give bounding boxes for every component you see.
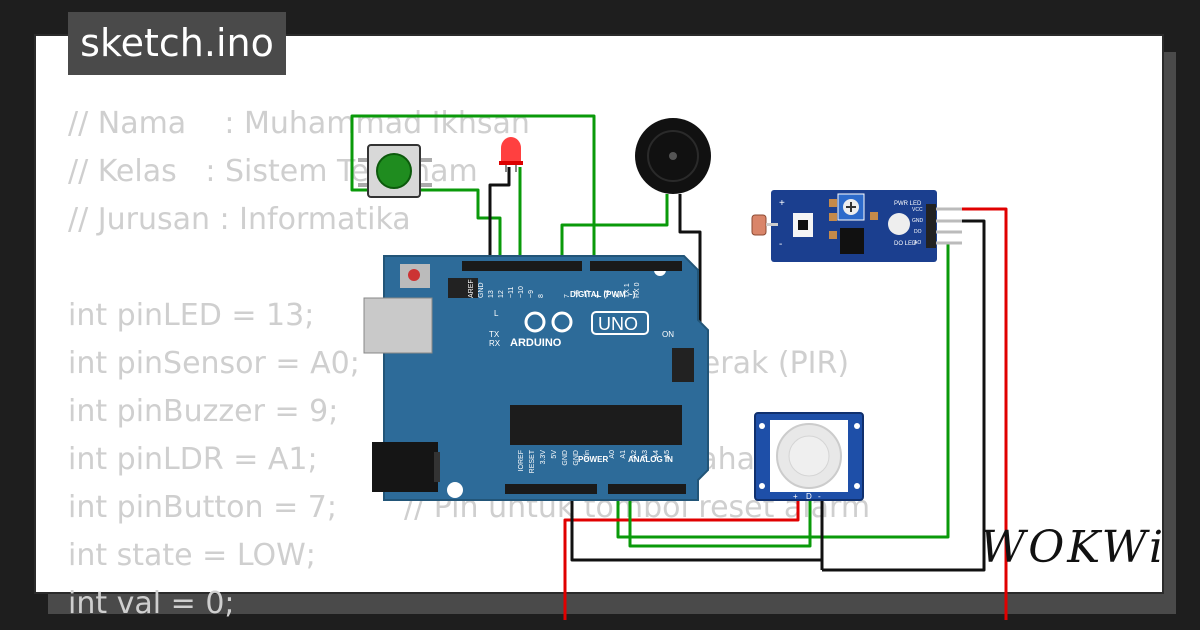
svg-text:-: - bbox=[818, 492, 821, 501]
arduino-pin-label: A1 bbox=[620, 450, 627, 459]
wire-button-to-gnd bbox=[350, 155, 502, 262]
file-tab[interactable]: sketch.ino bbox=[68, 12, 286, 75]
arduino-pin-label: GND bbox=[573, 450, 580, 466]
arduino-pin-label: GND bbox=[478, 282, 485, 298]
wire-ldr-gnd bbox=[822, 219, 986, 572]
arduino-pin-label: A3 bbox=[642, 450, 649, 459]
arduino-pin-label: Vin bbox=[584, 450, 591, 460]
svg-text:ARDUINO: ARDUINO bbox=[510, 337, 562, 349]
svg-text:-: - bbox=[779, 239, 782, 250]
code-line: int state = LOW; bbox=[68, 538, 316, 573]
svg-text:+: + bbox=[793, 492, 798, 501]
buzzer[interactable] bbox=[635, 118, 711, 194]
arduino-pin-label: A2 bbox=[631, 450, 638, 459]
svg-text:TX: TX bbox=[489, 330, 500, 339]
arduino-pin-label: ~10 bbox=[518, 286, 525, 298]
code-line: // Nama : Muhammad Ikhsan bbox=[68, 106, 530, 141]
arduino-pin-label: IOREF bbox=[518, 450, 525, 471]
arduino-pin-label: TX 1 bbox=[624, 283, 631, 298]
arduino-pin-label: 7 bbox=[564, 294, 571, 298]
svg-text:DO: DO bbox=[914, 229, 922, 235]
arduino-pin-label: ~9 bbox=[528, 290, 535, 298]
svg-text:D: D bbox=[806, 492, 812, 501]
svg-text:RX: RX bbox=[489, 339, 501, 348]
wire-led-gnd bbox=[488, 167, 511, 262]
svg-text:DIGITAL (PWM ~): DIGITAL (PWM ~) bbox=[570, 290, 636, 299]
svg-text:L: L bbox=[494, 309, 499, 318]
arduino-pin-label: A0 bbox=[609, 450, 616, 459]
svg-text:POWER: POWER bbox=[578, 455, 608, 464]
wire-buzzer-to-9 bbox=[560, 194, 669, 262]
arduino-pin-label: 12 bbox=[498, 290, 505, 298]
arduino-pin-label: ~6 bbox=[574, 290, 581, 298]
wokwi-logo: WOKWi bbox=[980, 522, 1167, 573]
arduino-pin-label: A4 bbox=[653, 450, 660, 459]
arduino-pin-label: ~5 bbox=[584, 290, 591, 298]
arduino-pin-label: 8 bbox=[538, 294, 545, 298]
code-line: int pinBuzzer = 9; bbox=[68, 394, 339, 429]
svg-text:+: + bbox=[779, 198, 785, 209]
arduino-pin-label: ~11 bbox=[508, 287, 515, 298]
arduino-pin-label: 5V bbox=[551, 450, 558, 459]
svg-text:UNO: UNO bbox=[598, 314, 638, 334]
arduino-pin-label: 2 bbox=[614, 294, 621, 298]
code-line: int pinLDR = A1; bbox=[68, 442, 318, 477]
red-led[interactable] bbox=[499, 137, 523, 172]
svg-text:GND: GND bbox=[912, 218, 924, 224]
svg-text:VCC: VCC bbox=[912, 207, 923, 213]
code-line: int pinSensor = A0; bbox=[68, 346, 360, 381]
wire-button-to-7 bbox=[350, 114, 596, 268]
arduino-pin-label: RX 0 bbox=[634, 282, 641, 298]
svg-text:ON: ON bbox=[662, 330, 674, 339]
svg-text:ANALOG IN: ANALOG IN bbox=[628, 455, 673, 464]
code-line: // Jurusan : Informatika bbox=[68, 202, 411, 237]
wire-ldr-vcc bbox=[960, 207, 1008, 620]
arduino-pin-label: GND bbox=[562, 450, 569, 466]
arduino-pin-label: 13 bbox=[488, 290, 495, 298]
wire-5v-black bbox=[570, 490, 822, 562]
svg-text:PWR LED: PWR LED bbox=[894, 201, 922, 207]
arduino-pin-label: ~3 bbox=[604, 290, 611, 298]
arduino-uno[interactable]: DIGITAL (PWM ~) ARDUINO UNO ON POWER ANA… bbox=[363, 255, 709, 501]
wire-pir-d bbox=[628, 490, 812, 548]
svg-text:AO: AO bbox=[914, 240, 921, 246]
push-button[interactable] bbox=[358, 144, 432, 198]
pir-sensor[interactable]: + D - bbox=[754, 412, 864, 501]
code-line: int pinLED = 13; bbox=[68, 298, 315, 333]
ldr-module[interactable]: + - PWR LED DO LED VCC GND DO AO bbox=[751, 190, 962, 262]
arduino-pin-label: A5 bbox=[664, 450, 671, 459]
arduino-pin-label: 4 bbox=[594, 294, 601, 298]
code-line: int pinButton = 7; bbox=[68, 490, 337, 525]
svg-text:DO LED: DO LED bbox=[894, 241, 917, 247]
arduino-pin-label: RESET bbox=[529, 449, 536, 473]
wire-pir-vcc bbox=[563, 500, 800, 620]
arduino-pin-label: AREF bbox=[468, 279, 475, 298]
arduino-pin-label: 3.3V bbox=[540, 450, 547, 465]
code-line: int val = 0; bbox=[68, 586, 235, 621]
